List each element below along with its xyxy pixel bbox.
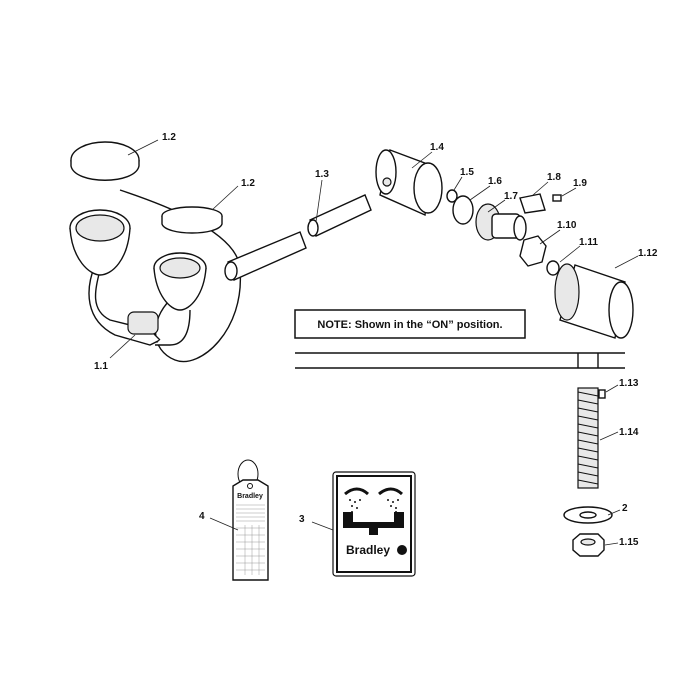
label-1-6: 1.6 — [488, 176, 502, 187]
label-1-3: 1.3 — [315, 169, 329, 180]
note-box: NOTE: Shown in the “ON” position. — [294, 309, 526, 339]
nut-1-15 — [572, 533, 605, 557]
eyewash-bowls-assembly — [69, 189, 241, 363]
label-1-1: 1.1 — [94, 361, 108, 372]
countertop-lines — [295, 352, 625, 369]
tag-brand: Bradley — [237, 493, 263, 500]
label-3: 3 — [299, 514, 305, 525]
washer-2 — [563, 506, 613, 524]
label-1-7: 1.7 — [504, 191, 518, 202]
cap-2 — [161, 206, 223, 234]
label-1-14: 1.14 — [619, 427, 639, 438]
label-1-5: 1.5 — [460, 167, 474, 178]
inspection-tag-4: Bradley — [232, 459, 269, 581]
leader-lines — [109, 139, 639, 546]
sign-brand: Bradley — [346, 543, 390, 557]
note-text: NOTE: Shown in the “ON” position. — [317, 319, 502, 331]
threaded-shank-1-14 — [577, 387, 606, 489]
label-1-2-b: 1.2 — [241, 178, 255, 189]
pipe-1-3 — [224, 194, 372, 281]
callout-labels: 1.2 1.2 1.3 1.4 1.5 1.6 1.7 1.8 1.9 1.10… — [94, 132, 658, 548]
label-1-9: 1.9 — [573, 178, 587, 189]
cap-1 — [70, 141, 140, 181]
label-2: 2 — [622, 503, 628, 514]
label-1-12: 1.12 — [638, 248, 658, 259]
label-1-15: 1.15 — [619, 537, 639, 548]
label-1-13: 1.13 — [619, 378, 639, 389]
label-1-2-a: 1.2 — [162, 132, 176, 143]
eyewash-sign-3: Bradley — [332, 471, 416, 577]
label-1-4: 1.4 — [430, 142, 444, 153]
cover-1-12 — [554, 263, 634, 339]
label-4: 4 — [199, 511, 205, 522]
valve-body-1-4 — [375, 149, 443, 217]
label-1-10: 1.10 — [557, 220, 577, 231]
small-parts — [446, 189, 562, 276]
label-1-11: 1.11 — [579, 237, 598, 248]
label-1-8: 1.8 — [547, 172, 561, 183]
